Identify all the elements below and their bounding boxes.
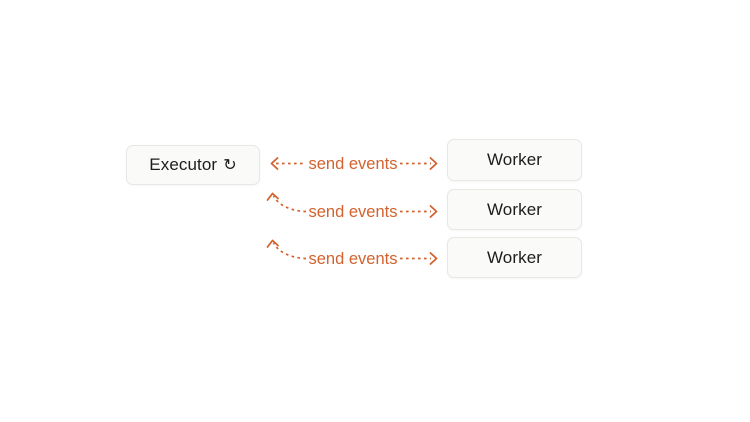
worker-node-3: Worker	[447, 237, 582, 278]
edge-label-send-events-2: send events	[308, 203, 398, 221]
worker-label: Worker	[486, 150, 543, 169]
worker-label: Worker	[486, 247, 543, 267]
arrowhead-up-icon	[266, 192, 279, 201]
arrowhead-right-icon	[429, 157, 438, 170]
edge-label-send-events-1: send events	[308, 155, 398, 173]
arrowhead-right-icon	[429, 205, 438, 218]
clockwise-refresh-icon: ↻	[223, 155, 237, 174]
arrowhead-left-icon	[270, 157, 279, 170]
worker-node-2: Worker	[447, 189, 582, 230]
arrowhead-up-icon	[266, 239, 279, 248]
executor-label: Executor	[149, 155, 218, 174]
edge-label-send-events-3: send events	[308, 250, 398, 268]
executor-node: Executor ↻	[126, 145, 260, 185]
worker-node-1: Worker	[447, 139, 582, 181]
worker-label: Worker	[486, 199, 543, 219]
arrowhead-right-icon	[429, 252, 438, 265]
